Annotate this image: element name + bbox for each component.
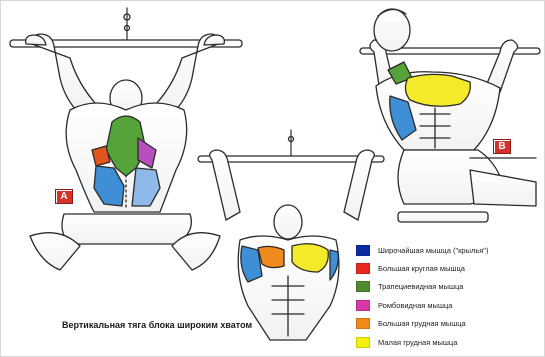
legend-label: Широчайшая мышца ("крылья") xyxy=(378,246,488,255)
legend-item-trapezius: Трапециевидная мышца xyxy=(356,278,536,296)
legend-label: Большая грудная мышца xyxy=(378,319,466,328)
legend-item-teres-major: Большая круглая мышца xyxy=(356,259,536,277)
legend-swatch xyxy=(356,318,370,329)
figure-b-side-view xyxy=(360,9,540,222)
figure-a-back-view xyxy=(10,8,242,270)
legend-label: Малая грудная мышца xyxy=(378,338,457,347)
legend-label: Ромбовидная мышца xyxy=(378,301,452,310)
legend-swatch xyxy=(356,245,370,256)
legend-item-pectoralis-minor: Малая грудная мышца xyxy=(356,333,536,351)
legend-label: Большая круглая мышца xyxy=(378,264,465,273)
legend-item-pectoralis-major: Большая грудная мышца xyxy=(356,315,536,333)
legend-swatch xyxy=(356,263,370,274)
legend-label: Трапециевидная мышца xyxy=(378,282,463,291)
legend-item-rhomboid: Ромбовидная мышца xyxy=(356,296,536,314)
legend-item-latissimus: Широчайшая мышца ("крылья") xyxy=(356,241,536,259)
legend-swatch xyxy=(356,281,370,292)
legend-swatch xyxy=(356,337,370,348)
legend-swatch xyxy=(356,300,370,311)
figure-b-badge: B xyxy=(493,139,511,154)
figure-caption: Вертикальная тяга блока широким хватом xyxy=(62,320,252,330)
figure-a-badge: A xyxy=(55,189,73,204)
muscle-legend: Широчайшая мышца ("крылья") Большая круг… xyxy=(356,241,536,351)
